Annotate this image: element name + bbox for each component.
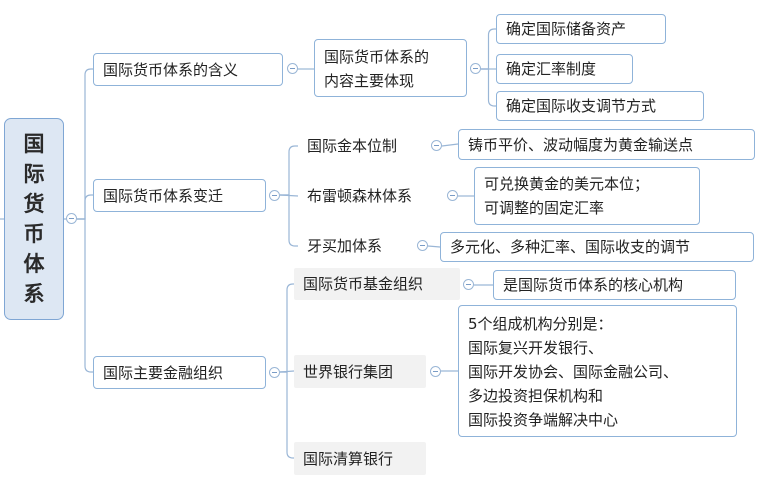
topic-content-embodiment-label: 国际货币体系的 内容主要体现 [324,48,430,90]
link-org-imf [280,283,294,373]
link-evolution-gold [280,145,298,196]
topic-bis-label: 国际清算银行 [303,449,394,468]
leaf-bop-adjustment[interactable]: 确定国际收支调节方式 [496,91,704,121]
leaf-diversification-label: 多元化、多种汇率、国际收支的调节 [450,238,691,256]
root-topic[interactable]: 国际货币体系 [4,118,64,320]
collapse-toggle-jamaica[interactable] [417,240,428,251]
branch-organizations[interactable]: 国际主要金融组织 [93,356,266,389]
leaf-exchange-rate-system-label: 确定汇率制度 [506,60,597,78]
collapse-toggle-meaning[interactable] [287,63,298,74]
collapse-toggle-evolution[interactable] [269,190,280,201]
leaf-five-institutions[interactable]: 5个组成机构分别是： 国际复兴开发银行、 国际开发协会、国际金融公司、 多边投资… [458,305,737,437]
branch-meaning-label: 国际货币体系的含义 [103,60,239,79]
leaf-core-institution-label: 是国际货币体系的核心机构 [503,276,684,294]
topic-imf-label: 国际货币基金组织 [303,275,424,293]
branch-organizations-label: 国际主要金融组织 [103,363,224,382]
leaf-mint-parity-label: 铸币平价、波动幅度为黄金输送点 [468,135,694,154]
collapse-toggle-bretton-woods[interactable] [447,190,458,201]
topic-content-embodiment[interactable]: 国际货币体系的 内容主要体现 [314,39,467,97]
link-root-evolution [77,194,93,220]
link-content-bop [481,68,496,107]
leaf-reserve-assets-label: 确定国际储备资产 [506,20,627,38]
collapse-toggle-world-bank[interactable] [430,366,441,377]
link-org-bis [280,371,294,459]
leaf-five-institutions-label: 5个组成机构分别是： 国际复兴开发银行、 国际开发协会、国际金融公司、 多边投资… [468,315,679,429]
topic-jamaica-system-label: 牙买加体系 [307,237,383,255]
topic-gold-standard[interactable]: 国际金本位制 [298,133,428,159]
topic-world-bank[interactable]: 世界银行集团 [294,355,426,388]
root-label: 国际货币体系 [23,132,45,306]
branch-evolution-label: 国际货币体系变迁 [103,186,224,205]
link-root-meaning [77,68,93,220]
collapse-toggle-organizations[interactable] [269,367,280,378]
leaf-core-institution[interactable]: 是国际货币体系的核心机构 [493,270,736,300]
leaf-dollar-standard-label: 可兑换黄金的美元本位； 可调整的固定汇率 [484,175,650,217]
topic-bis[interactable]: 国际清算银行 [294,442,426,475]
topic-bretton-woods[interactable]: 布雷顿森林体系 [298,183,444,209]
topic-jamaica-system[interactable]: 牙买加体系 [298,233,414,259]
topic-gold-standard-label: 国际金本位制 [307,137,398,155]
link-evolution-jamaica [280,194,298,247]
leaf-exchange-rate-system[interactable]: 确定汇率制度 [496,54,633,84]
link-root-organizations [77,218,93,373]
leaf-dollar-standard[interactable]: 可兑换黄金的美元本位； 可调整的固定汇率 [474,167,700,225]
leaf-reserve-assets[interactable]: 确定国际储备资产 [496,14,666,44]
leaf-bop-adjustment-label: 确定国际收支调节方式 [506,97,657,115]
branch-meaning[interactable]: 国际货币体系的含义 [93,53,283,86]
leaf-diversification[interactable]: 多元化、多种汇率、国际收支的调节 [440,232,754,262]
topic-imf[interactable]: 国际货币基金组织 [294,268,460,300]
link-content-reserve [481,28,496,70]
leaf-mint-parity[interactable]: 铸币平价、波动幅度为黄金输送点 [458,129,755,160]
topic-world-bank-label: 世界银行集团 [303,362,394,381]
collapse-toggle-gold-standard[interactable] [431,140,442,151]
link-gold-leaf [441,143,459,147]
branch-evolution[interactable]: 国际货币体系变迁 [93,179,266,212]
topic-bretton-woods-label: 布雷顿森林体系 [307,187,413,205]
collapse-toggle-imf[interactable] [463,279,474,290]
link-jamaica-leaf [427,245,441,248]
collapse-toggle-root[interactable] [66,213,77,224]
collapse-toggle-content[interactable] [470,63,481,74]
